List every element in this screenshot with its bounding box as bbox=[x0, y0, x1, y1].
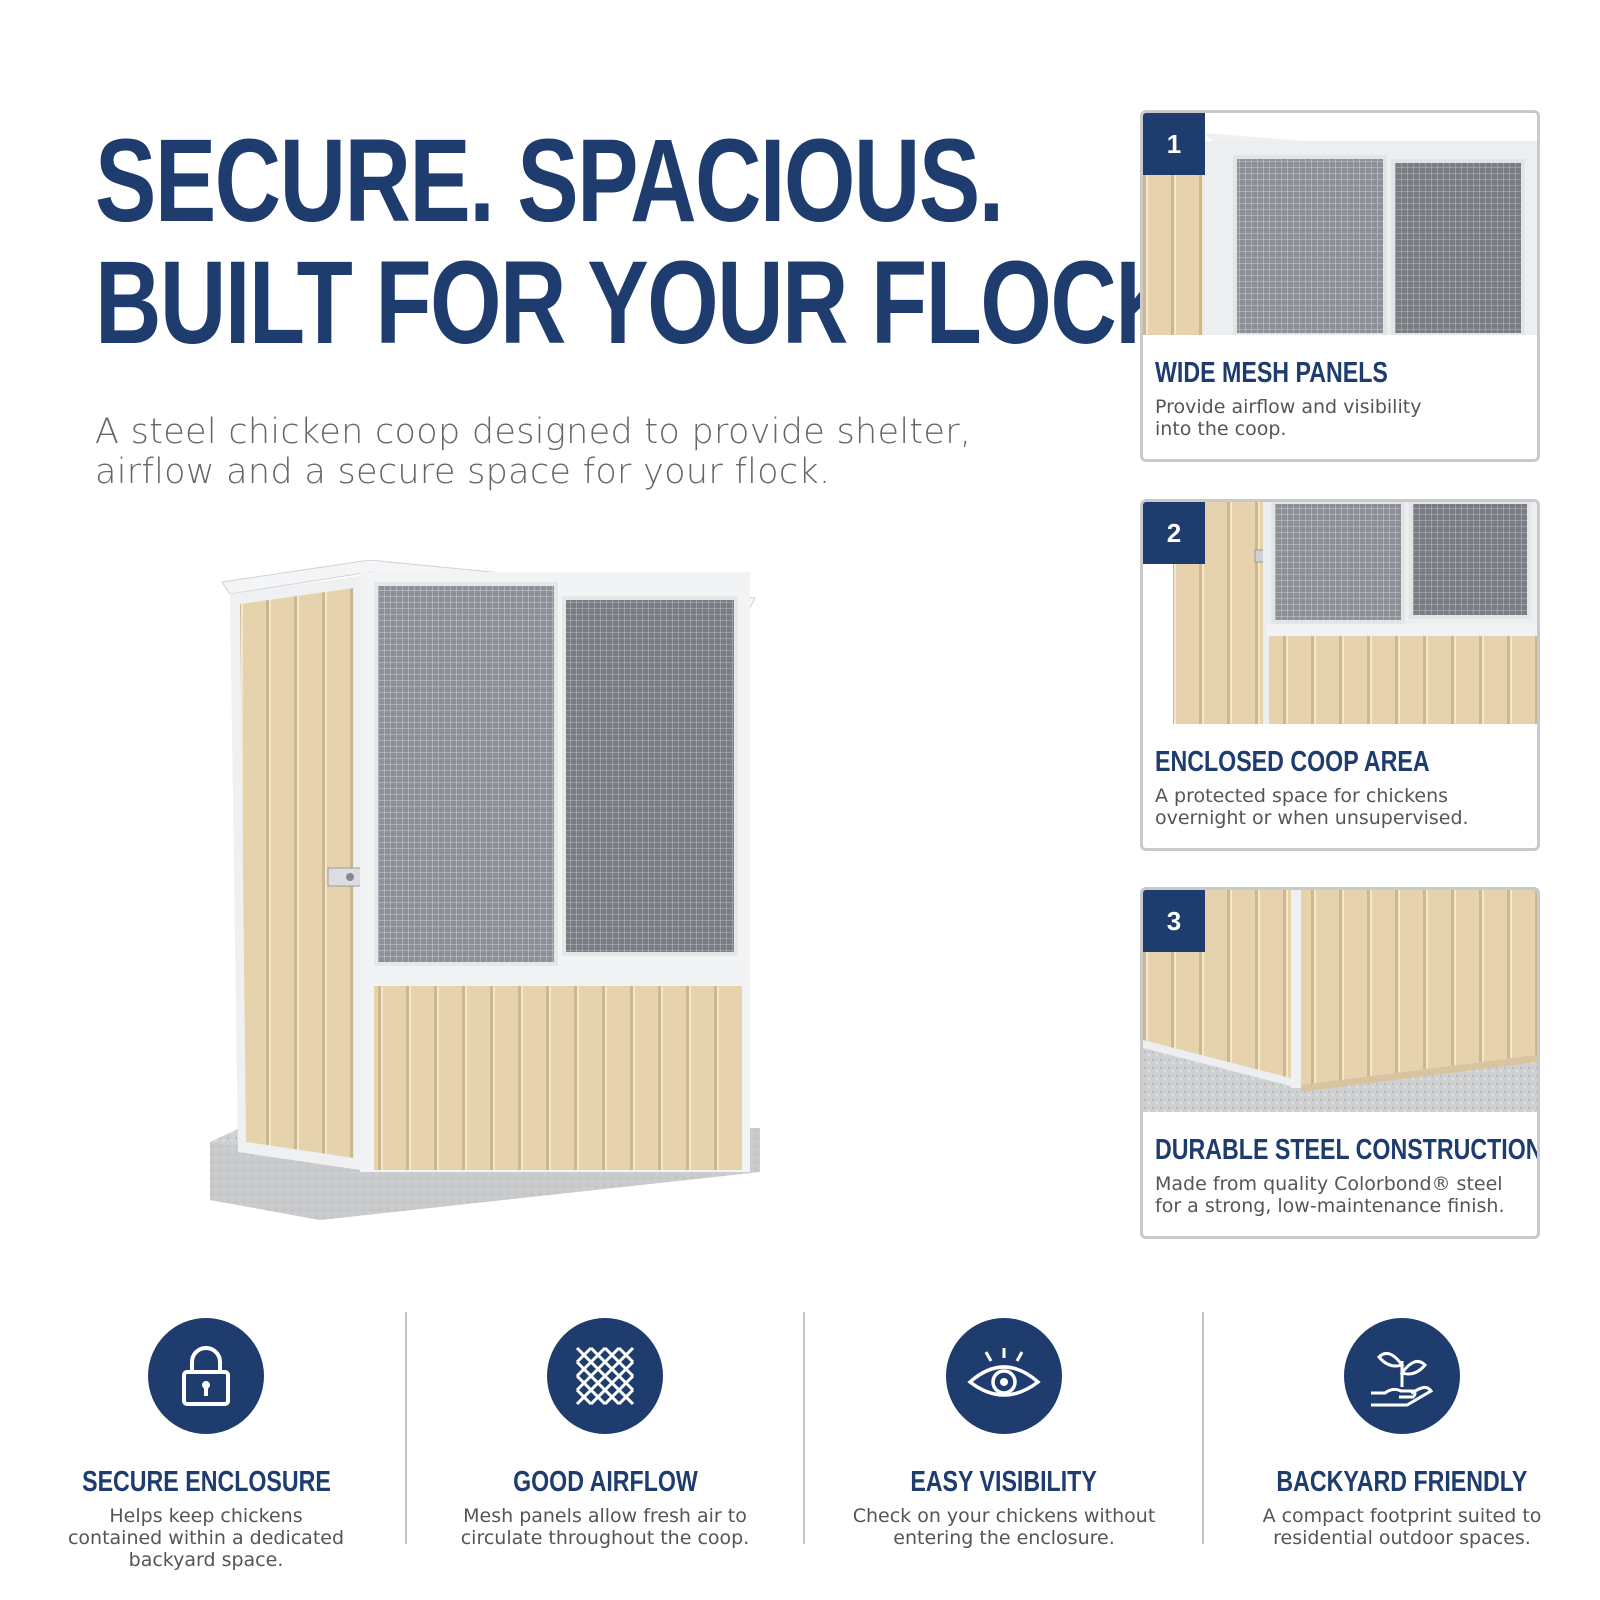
eye-icon bbox=[946, 1318, 1062, 1434]
feature-title: SECURE ENCLOSURE bbox=[81, 1466, 331, 1498]
feature-title: GOOD AIRFLOW bbox=[512, 1466, 698, 1498]
feature-description-line: Mesh panels allow fresh air to bbox=[463, 1505, 747, 1527]
mesh-icon bbox=[547, 1318, 663, 1434]
divider bbox=[803, 1312, 805, 1544]
feature-good-airflow: GOOD AIRFLOW Mesh panels allow fresh air… bbox=[415, 1318, 795, 1549]
card-number-badge: 2 bbox=[1143, 502, 1205, 564]
feature-backyard-friendly: BACKYARD FRIENDLY A compact footprint su… bbox=[1212, 1318, 1592, 1549]
card-description-line: A protected space for chickens bbox=[1155, 785, 1449, 807]
card-number-badge: 3 bbox=[1143, 890, 1205, 952]
feature-secure-enclosure: SECURE ENCLOSURE Helps keep chickens con… bbox=[16, 1318, 396, 1571]
headline-line-1: SECURE. SPACIOUS. bbox=[95, 115, 1004, 247]
card-description: A protected space for chickens overnight… bbox=[1155, 785, 1535, 829]
card-description: Made from quality Colorbond® steel for a… bbox=[1155, 1173, 1535, 1217]
card-description-line: overnight or when unsupervised. bbox=[1155, 807, 1469, 829]
feature-description-line: contained within a dedicated bbox=[67, 1527, 345, 1549]
feature-title: EASY VISIBILITY bbox=[910, 1466, 1098, 1498]
feature-description-line: entering the enclosure. bbox=[893, 1527, 1115, 1549]
card-description-line: Made from quality Colorbond® steel bbox=[1155, 1173, 1503, 1195]
feature-description-line: circulate throughout the coop. bbox=[460, 1527, 750, 1549]
feature-description-line: Check on your chickens without bbox=[852, 1505, 1156, 1527]
feature-card-mesh-panels: 1 WIDE MESH PANELS Provide airflow and v… bbox=[1140, 110, 1540, 462]
enclosed-coop-photo bbox=[1143, 502, 1537, 724]
card-description: Provide airflow and visibility into the … bbox=[1155, 396, 1535, 440]
feature-description-line: residential outdoor spaces. bbox=[1273, 1527, 1531, 1549]
feature-description-line: backyard space. bbox=[128, 1549, 284, 1571]
card-title: DURABLE STEEL CONSTRUCTION bbox=[1155, 1134, 1540, 1166]
card-title: ENCLOSED COOP AREA bbox=[1155, 746, 1430, 778]
feature-description: Mesh panels allow fresh air to circulate… bbox=[415, 1505, 795, 1549]
feature-description-line: Helps keep chickens bbox=[109, 1505, 303, 1527]
headline-line-2: BUILT FOR YOUR FLOCK. bbox=[95, 237, 1206, 369]
subtitle-line-1: A steel chicken coop designed to provide… bbox=[95, 412, 972, 452]
card-description-line: into the coop. bbox=[1155, 418, 1287, 440]
mesh-panels-photo bbox=[1143, 113, 1537, 335]
card-number-badge: 1 bbox=[1143, 113, 1205, 175]
divider bbox=[405, 1312, 407, 1544]
card-description-line: for a strong, low-maintenance finish. bbox=[1155, 1195, 1505, 1217]
feature-card-enclosed-coop: 2 ENCLOSED COOP AREA A protected space f… bbox=[1140, 499, 1540, 851]
chicken-coop-image bbox=[210, 559, 770, 1230]
divider bbox=[1202, 1312, 1204, 1544]
feature-description: A compact footprint suited to residentia… bbox=[1212, 1505, 1592, 1549]
subtitle-line-2: airflow and a secure space for your floc… bbox=[95, 452, 831, 492]
subtitle: A steel chicken coop designed to provide… bbox=[95, 412, 1055, 492]
card-description-line: Provide airflow and visibility bbox=[1155, 396, 1422, 418]
feature-description: Helps keep chickens contained within a d… bbox=[16, 1505, 396, 1571]
feature-description-line: A compact footprint suited to bbox=[1262, 1505, 1542, 1527]
feature-card-durable-steel: 3 DURABLE STEEL CONSTRUCTION Made from q… bbox=[1140, 887, 1540, 1239]
feature-easy-visibility: EASY VISIBILITY Check on your chickens w… bbox=[814, 1318, 1194, 1549]
plant-hand-icon bbox=[1344, 1318, 1460, 1434]
feature-description: Check on your chickens without entering … bbox=[814, 1505, 1194, 1549]
card-title: WIDE MESH PANELS bbox=[1155, 357, 1388, 389]
feature-title: BACKYARD FRIENDLY bbox=[1276, 1466, 1528, 1498]
lock-icon bbox=[148, 1318, 264, 1434]
headline: SECURE. SPACIOUS. BUILT FOR YOUR FLOCK. bbox=[95, 115, 1206, 369]
